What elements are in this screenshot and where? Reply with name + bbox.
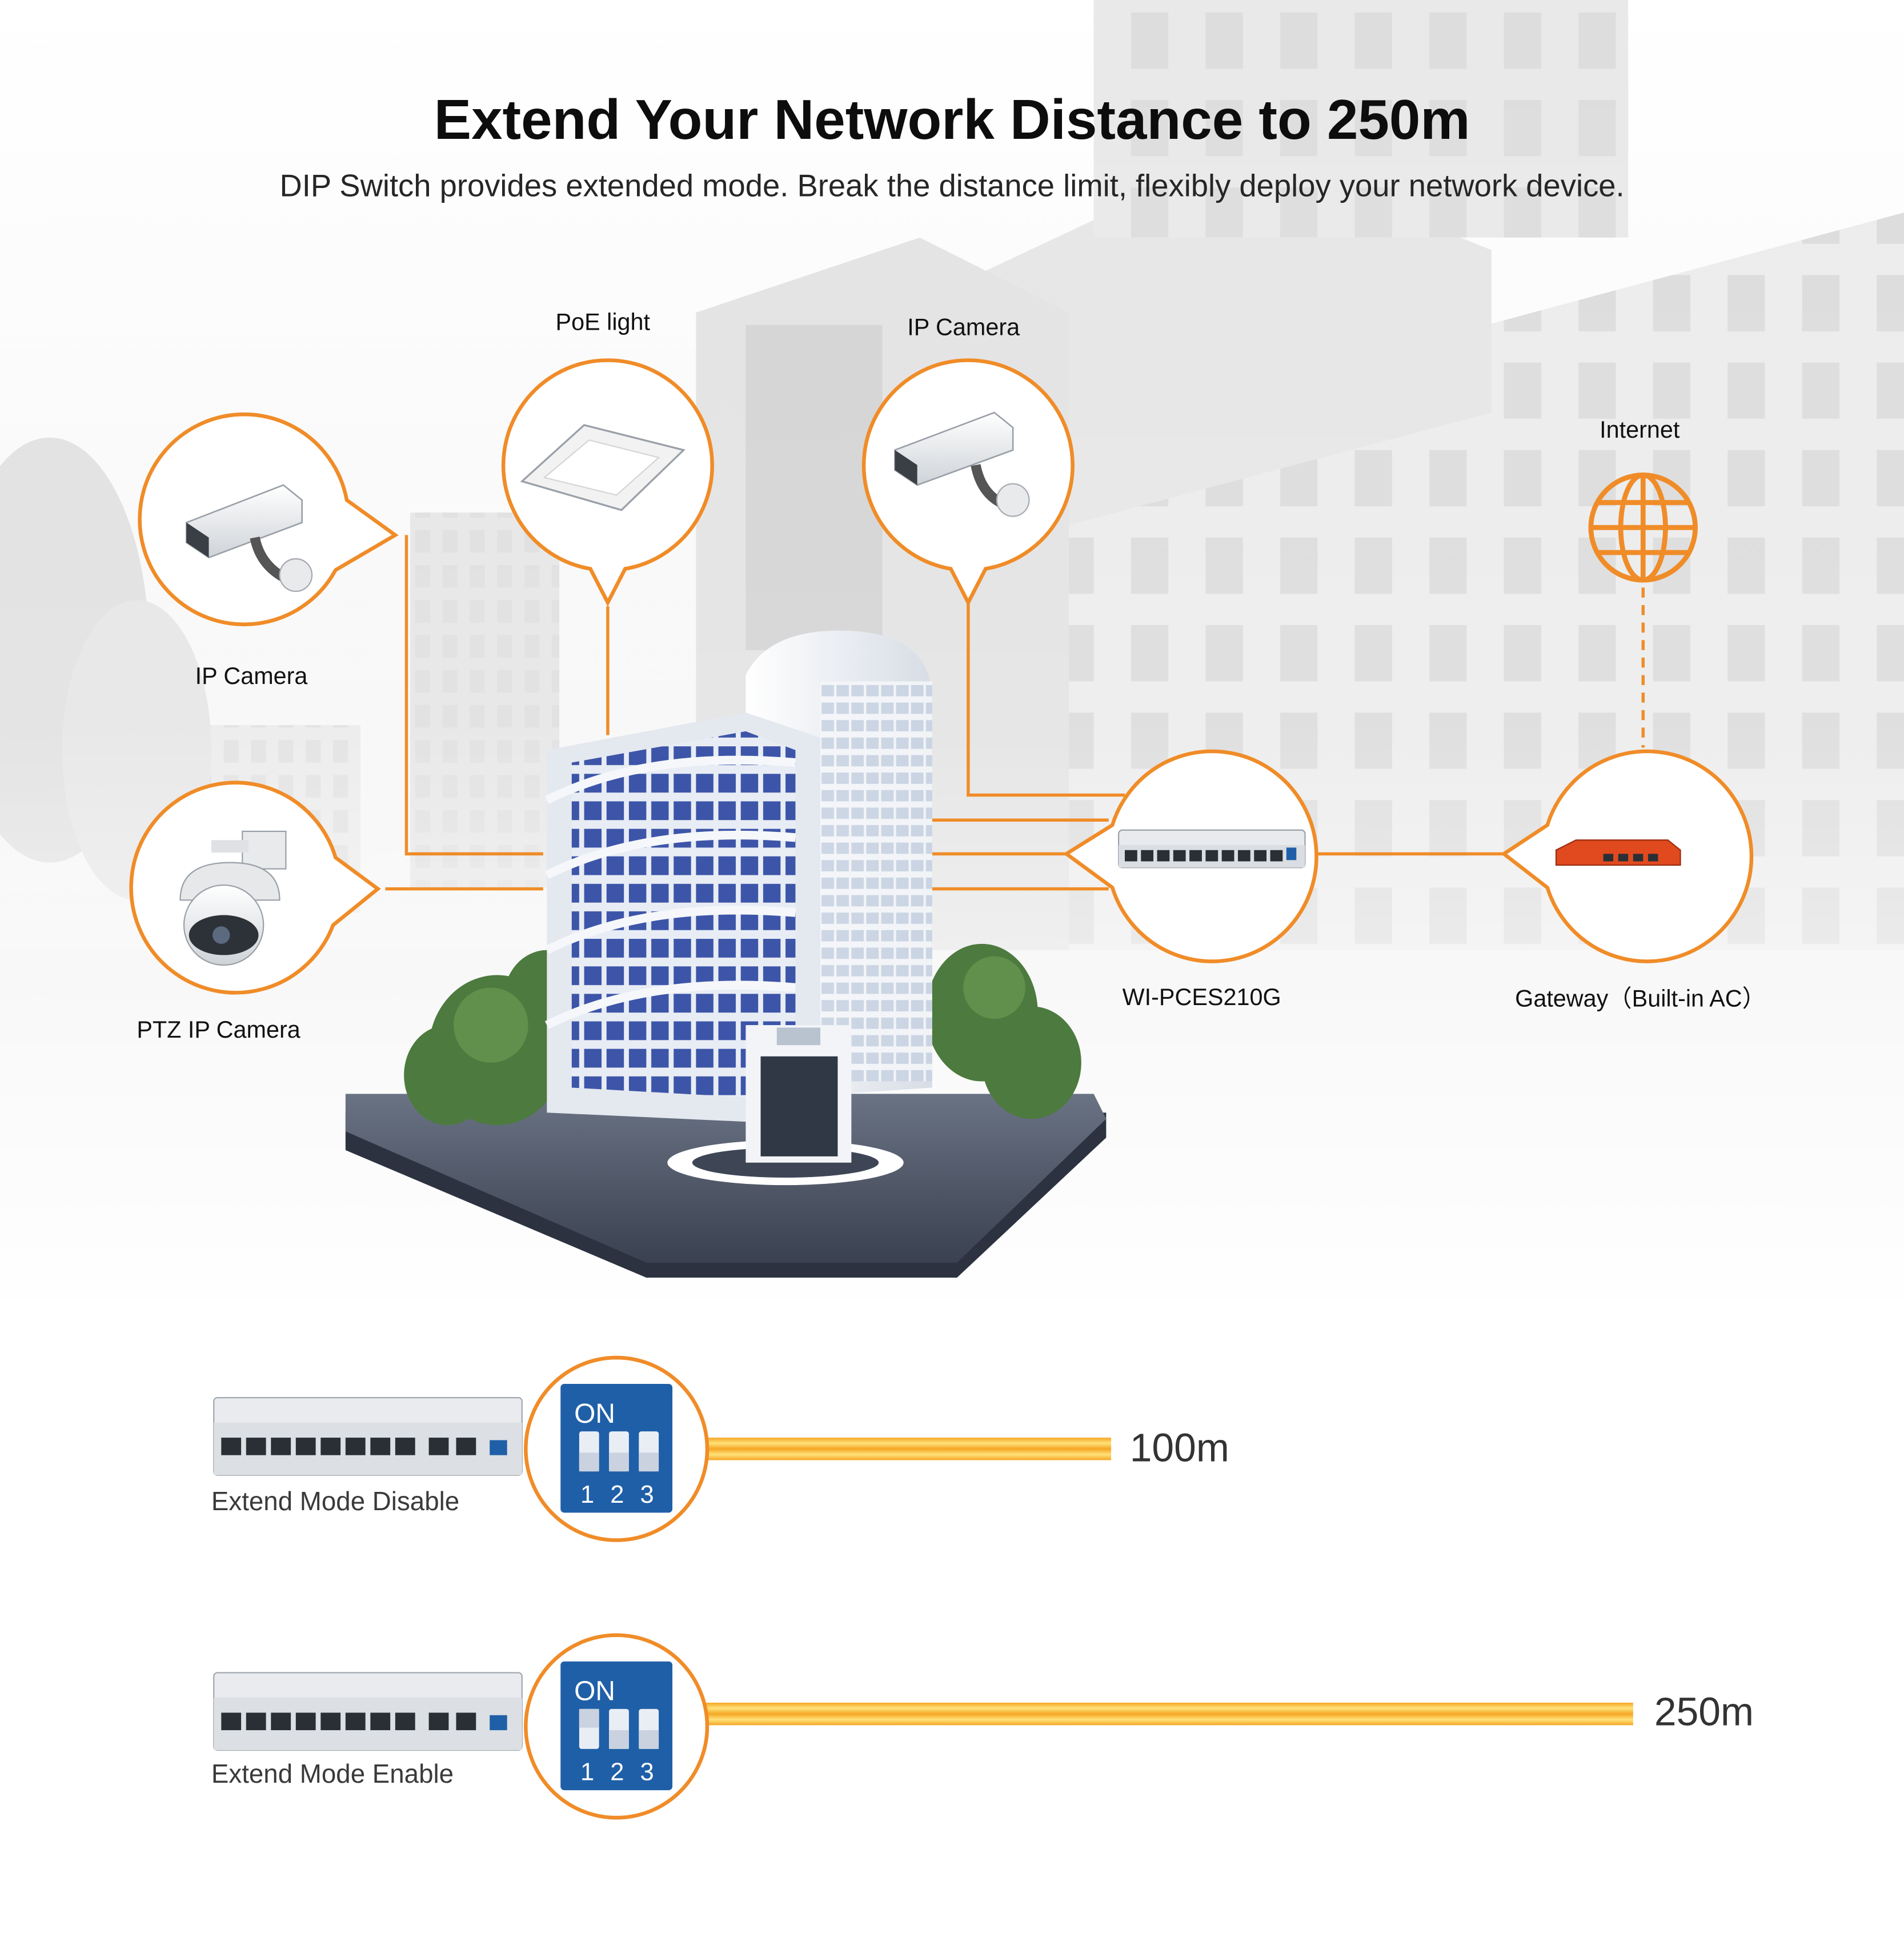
dip-on-label-1: ON — [574, 1399, 615, 1429]
dip-switch-1 — [560, 1384, 673, 1513]
label-gateway: Gateway（Built-in AC） — [1515, 986, 1766, 1013]
label-internet: Internet — [1600, 417, 1680, 444]
label-switch: WI-PCES210G — [1122, 985, 1281, 1012]
line-ip-camera-top — [967, 603, 1125, 797]
dip-pos-1-2: 2 — [610, 1481, 624, 1508]
bubble-ip-camera-top — [861, 358, 1075, 607]
poe-light-icon — [520, 424, 686, 511]
dip-pos-1-1: 1 — [580, 1481, 594, 1508]
ip-camera-left-icon — [186, 484, 313, 592]
switch-icon — [1118, 829, 1306, 869]
page-subtitle: DIP Switch provides extended mode. Break… — [279, 169, 1625, 204]
label-ptz-camera: PTZ IP Camera — [137, 1017, 300, 1044]
dip-pos-2-3: 3 — [640, 1758, 654, 1786]
dip-pos-2-2: 2 — [610, 1758, 624, 1786]
dip-pos-2-1: 1 — [580, 1758, 594, 1786]
switch-device-1 — [213, 1396, 523, 1476]
label-mode-disable: Extend Mode Disable — [211, 1487, 460, 1516]
label-ip-camera-top: IP Camera — [907, 315, 1020, 342]
line-ip-camera-left — [404, 535, 543, 856]
ptz-camera-icon — [179, 830, 287, 966]
page-title: Extend Your Network Distance to 250m — [434, 87, 1470, 151]
gateway-icon — [1555, 839, 1681, 866]
dip-on-label-2: ON — [574, 1676, 615, 1706]
row-extend-disable — [213, 1355, 1112, 1542]
ip-camera-top-icon — [894, 411, 1030, 517]
label-ip-camera-left: IP Camera — [195, 663, 308, 690]
cable-100m — [703, 1438, 1112, 1460]
dip-pos-1-3: 3 — [640, 1481, 654, 1508]
label-poe-light: PoE light — [555, 310, 650, 337]
label-mode-enable: Extend Mode Enable — [211, 1760, 454, 1789]
label-distance-250m: 250m — [1654, 1688, 1754, 1734]
switch-device-2 — [213, 1672, 523, 1751]
row-extend-enable — [213, 1633, 1633, 1820]
label-distance-100m: 100m — [1129, 1425, 1229, 1470]
globe-icon — [1588, 473, 1698, 583]
dip-switch-2 — [560, 1661, 673, 1791]
cable-250m — [703, 1702, 1633, 1726]
